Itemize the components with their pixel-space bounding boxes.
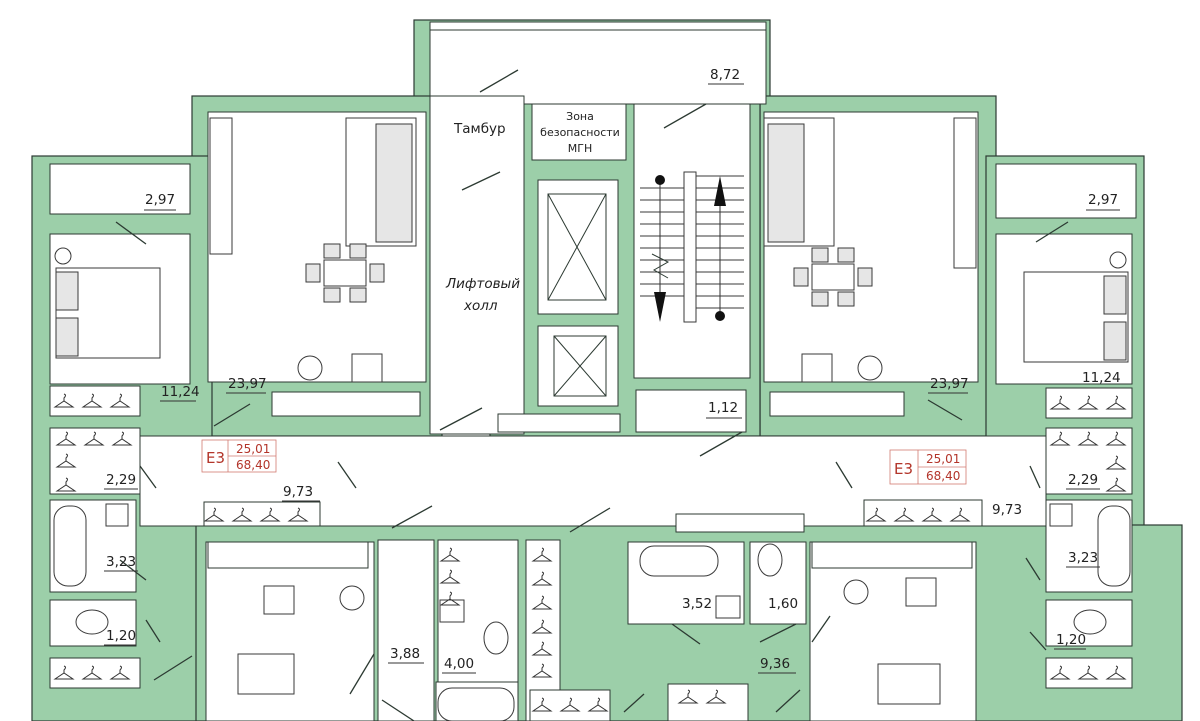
hanger-icon bbox=[531, 571, 553, 586]
hanger-icon bbox=[531, 697, 553, 712]
hanger-icon bbox=[1077, 395, 1099, 410]
label-zone-3: МГН bbox=[568, 142, 592, 155]
hanger-icon bbox=[1049, 431, 1071, 446]
hanger-icon bbox=[109, 393, 131, 408]
hanger-icon bbox=[55, 453, 77, 468]
area-bath-mid: 4,00 bbox=[444, 656, 474, 672]
lift-shafts bbox=[547, 193, 607, 397]
hanger-icon bbox=[1077, 665, 1099, 680]
wardrobe-hangers bbox=[53, 393, 1127, 712]
tag-left-total: 68,40 bbox=[236, 458, 270, 472]
area-balcony-left: 2,97 bbox=[145, 192, 175, 208]
tag-left-code: Е3 bbox=[206, 449, 225, 467]
hanger-icon bbox=[109, 665, 131, 680]
hanger-icon bbox=[1105, 395, 1127, 410]
hanger-icon bbox=[439, 591, 461, 606]
hanger-icon bbox=[83, 431, 105, 446]
hanger-icon bbox=[1105, 665, 1127, 680]
area-bedroom-left: 11,24 bbox=[161, 384, 200, 400]
hanger-icon bbox=[439, 547, 461, 562]
hanger-icon bbox=[559, 697, 581, 712]
hanger-icon bbox=[1105, 477, 1127, 492]
area-tambur-top: 8,72 bbox=[710, 67, 740, 83]
hanger-icon bbox=[893, 507, 915, 522]
hanger-icon bbox=[921, 507, 943, 522]
area-hall-mid: 3,88 bbox=[390, 646, 420, 662]
hanger-icon bbox=[531, 619, 553, 634]
area-wardrobe-left: 2,29 bbox=[106, 472, 136, 488]
hanger-icon bbox=[81, 665, 103, 680]
area-hall-mid2: 9,36 bbox=[760, 656, 790, 672]
tag-left-living: 25,01 bbox=[236, 442, 270, 456]
label-lift-hall-1: Лифтовый bbox=[445, 276, 520, 292]
area-wc-mid: 1,60 bbox=[768, 596, 798, 612]
hanger-icon bbox=[1049, 665, 1071, 680]
doors bbox=[115, 69, 1069, 721]
hanger-icon bbox=[1077, 431, 1099, 446]
hanger-icon bbox=[531, 663, 553, 678]
hanger-icon bbox=[439, 569, 461, 584]
tag-right-living: 25,01 bbox=[926, 452, 960, 466]
hanger-icon bbox=[531, 641, 553, 656]
hanger-icon bbox=[531, 547, 553, 562]
hanger-icon bbox=[1105, 455, 1127, 470]
hanger-icon bbox=[259, 507, 281, 522]
area-corridor-left: 9,73 bbox=[283, 484, 313, 500]
area-bedroom-right: 11,24 bbox=[1082, 370, 1121, 386]
label-zone-1: Зона bbox=[566, 110, 594, 123]
tag-right-code: Е3 bbox=[894, 460, 913, 478]
furniture bbox=[53, 117, 1131, 721]
hanger-icon bbox=[203, 507, 225, 522]
hanger-icon bbox=[587, 697, 609, 712]
hanger-icon bbox=[677, 689, 699, 704]
area-niche: 1,12 bbox=[708, 400, 738, 416]
apartment-tag-right: Е3 25,01 68,40 bbox=[889, 449, 967, 485]
hanger-icon bbox=[865, 507, 887, 522]
area-kitchen-left: 23,97 bbox=[228, 376, 267, 392]
tag-right-total: 68,40 bbox=[926, 469, 960, 483]
label-tambur: Тамбур bbox=[453, 121, 506, 137]
hanger-icon bbox=[53, 665, 75, 680]
area-bath-left: 3,23 bbox=[106, 554, 136, 570]
area-wardrobe-right: 2,29 bbox=[1068, 472, 1098, 488]
hanger-icon bbox=[705, 689, 727, 704]
hanger-icon bbox=[111, 431, 133, 446]
label-lift-hall-2: холл bbox=[463, 298, 498, 314]
hanger-icon bbox=[55, 431, 77, 446]
hanger-icon bbox=[53, 393, 75, 408]
area-wc-right: 1,20 bbox=[1056, 632, 1086, 648]
hanger-icon bbox=[949, 507, 971, 522]
hanger-icon bbox=[81, 393, 103, 408]
area-wc-left: 1,20 bbox=[106, 628, 136, 644]
area-corridor-right: 9,73 bbox=[992, 502, 1022, 518]
staircase bbox=[640, 171, 744, 323]
hanger-icon bbox=[1049, 395, 1071, 410]
hanger-icon bbox=[287, 507, 309, 522]
area-bath-right: 3,23 bbox=[1068, 550, 1098, 566]
hanger-icon bbox=[1105, 431, 1127, 446]
area-balcony-right: 2,97 bbox=[1088, 192, 1118, 208]
area-bath-mid2: 3,52 bbox=[682, 596, 712, 612]
label-zone-2: безопасности bbox=[540, 126, 620, 139]
hanger-icon bbox=[55, 477, 77, 492]
apartment-tag-left: Е3 25,01 68,40 bbox=[201, 439, 277, 473]
hanger-icon bbox=[231, 507, 253, 522]
area-kitchen-right: 23,97 bbox=[930, 376, 969, 392]
room-labels: 8,72 Тамбур Зона безопасности МГН Лифтов… bbox=[104, 67, 1121, 674]
hanger-icon bbox=[531, 595, 553, 610]
